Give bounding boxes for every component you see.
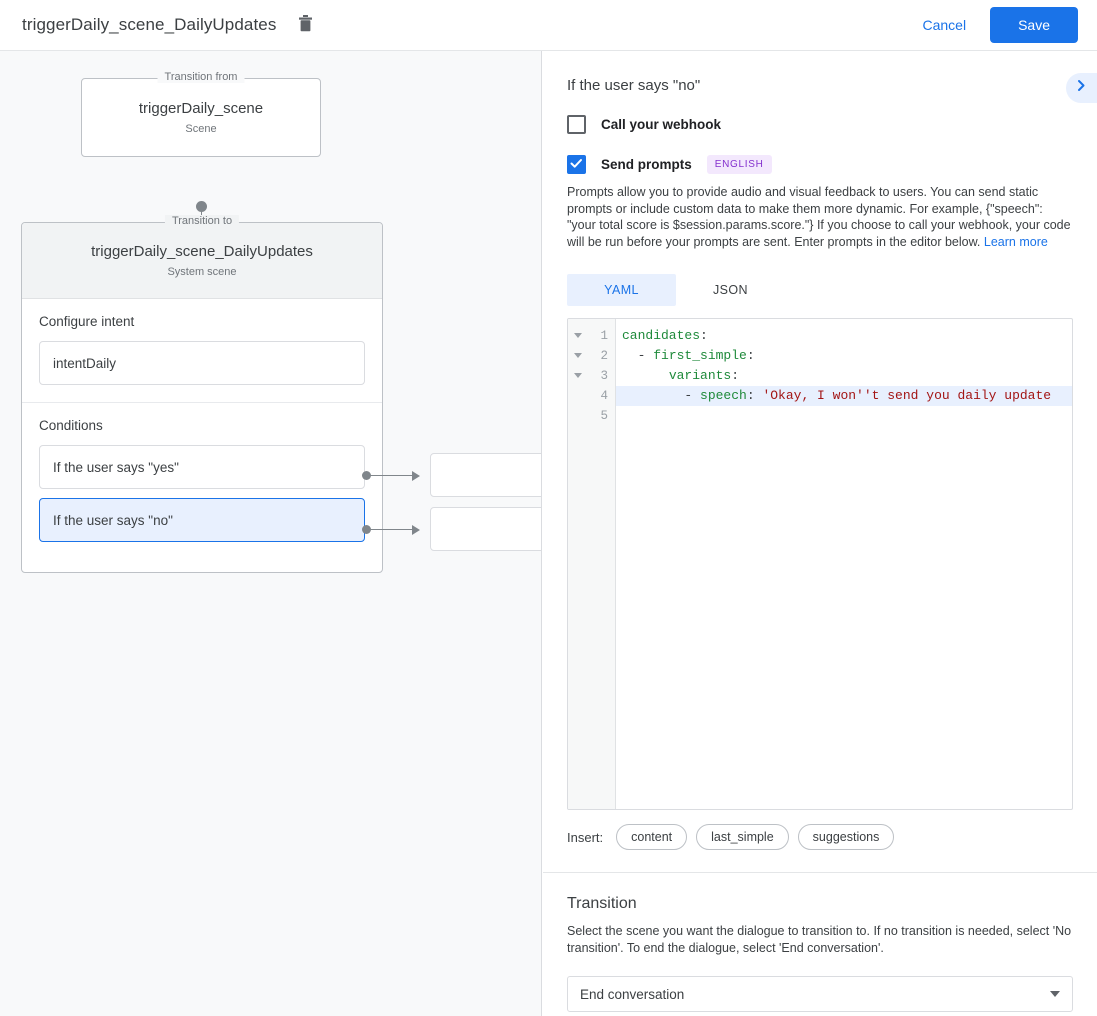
condition-yes-out-dot xyxy=(362,471,371,480)
code-key: variants xyxy=(668,368,732,383)
transition-description: Select the scene you want the dialogue t… xyxy=(567,924,1072,955)
fold-arrow-icon[interactable] xyxy=(574,333,582,338)
condition-no-arrow-icon xyxy=(412,524,420,535)
fold-arrow-icon[interactable] xyxy=(574,353,582,358)
panel-body: Call your webhook Send prompts ENGLISH P… xyxy=(543,115,1097,1012)
code-line-2: - first_simple: xyxy=(616,346,1072,366)
send-prompts-checkbox[interactable] xyxy=(567,155,586,174)
call-webhook-checkbox[interactable] xyxy=(567,115,586,134)
editor-gutter: 1 2 3 4 5 xyxy=(568,319,616,809)
line-number: 5 xyxy=(600,409,608,423)
line-number: 3 xyxy=(600,369,608,383)
transition-select-value: End conversation xyxy=(580,986,685,1002)
code-key: speech xyxy=(700,388,747,403)
transition-to-header: Transition to triggerDaily_scene_DailyUp… xyxy=(22,215,382,299)
to-node-subtitle: System scene xyxy=(167,266,237,278)
condition-no-out-line xyxy=(370,529,412,530)
code-key: first_simple xyxy=(653,348,747,363)
code-punct: : xyxy=(746,388,763,403)
code-line-3: variants: xyxy=(616,366,1072,386)
learn-more-link[interactable]: Learn more xyxy=(983,234,1048,249)
insert-label: Insert: xyxy=(567,829,604,845)
trash-icon xyxy=(298,15,313,35)
configure-intent-title: Configure intent xyxy=(39,314,135,329)
insert-row: Insert: content last_simple suggestions xyxy=(567,824,1073,850)
transition-from-node[interactable]: Transition from triggerDaily_scene Scene xyxy=(81,71,321,157)
target-stub-no[interactable] xyxy=(430,507,541,551)
insert-chip-last-simple[interactable]: last_simple xyxy=(696,824,789,850)
graph-canvas: Transition from triggerDaily_scene Scene… xyxy=(0,51,542,1016)
transition-to-legend: Transition to xyxy=(164,215,240,227)
page-title: triggerDaily_scene_DailyUpdates xyxy=(22,15,277,34)
prompts-description-text: Prompts allow you to provide audio and v… xyxy=(567,185,1071,249)
call-webhook-label: Call your webhook xyxy=(601,117,722,132)
line-number: 1 xyxy=(600,329,608,343)
prompts-description: Prompts allow you to provide audio and v… xyxy=(567,184,1073,250)
configure-intent-section: Configure intent intentDaily xyxy=(22,299,382,403)
collapse-panel-button[interactable] xyxy=(1066,73,1097,103)
code-indent xyxy=(622,368,669,383)
to-node-title: triggerDaily_scene_DailyUpdates xyxy=(91,243,313,260)
code-line-4: - speech: 'Okay, I won''t send you daily… xyxy=(616,386,1072,406)
code-line-5 xyxy=(616,406,1072,426)
condition-item-yes[interactable]: If the user says "yes" xyxy=(39,445,365,489)
cancel-button[interactable]: Cancel xyxy=(908,9,980,41)
chevron-right-icon xyxy=(1075,79,1088,97)
code-indent: - xyxy=(622,348,654,363)
code-punct: : xyxy=(746,348,755,363)
send-prompts-row: Send prompts ENGLISH xyxy=(567,155,1073,174)
condition-yes-arrow-icon xyxy=(412,470,420,481)
transition-section: Transition Select the scene you want the… xyxy=(567,873,1073,1012)
panel-divider xyxy=(543,872,1097,873)
language-badge: ENGLISH xyxy=(706,155,772,174)
code-indent: - xyxy=(622,388,701,403)
checkmark-icon xyxy=(570,156,583,174)
conditions-title: Conditions xyxy=(39,418,103,433)
intent-field[interactable]: intentDaily xyxy=(39,341,365,385)
code-key: candidates xyxy=(622,328,701,343)
delete-button[interactable] xyxy=(292,12,318,38)
top-bar: triggerDaily_scene_DailyUpdates Cancel S… xyxy=(0,0,1097,51)
condition-item-no[interactable]: If the user says "no" xyxy=(39,498,365,542)
transition-select[interactable]: End conversation xyxy=(567,976,1073,1012)
code-punct: : xyxy=(731,368,740,383)
transition-from-legend: Transition from xyxy=(157,71,245,83)
fold-arrow-icon[interactable] xyxy=(574,373,582,378)
transition-title: Transition xyxy=(567,895,637,912)
save-button[interactable]: Save xyxy=(990,7,1078,43)
editor-format-tabs: YAML JSON xyxy=(567,274,1073,306)
tab-json[interactable]: JSON xyxy=(713,283,748,297)
conditions-section: Conditions If the user says "yes" If the… xyxy=(22,403,382,559)
send-prompts-label: Send prompts xyxy=(601,157,692,172)
editor-content[interactable]: candidates: - first_simple: variants: - … xyxy=(616,319,1072,809)
details-panel: If the user says "no" Call your webhook xyxy=(543,51,1097,1016)
top-bar-actions: Cancel Save xyxy=(908,7,1078,43)
code-line-1: candidates: xyxy=(616,326,1072,346)
insert-chip-suggestions[interactable]: suggestions xyxy=(797,824,895,850)
from-node-subtitle: Scene xyxy=(185,123,217,135)
tab-yaml[interactable]: YAML xyxy=(567,274,676,306)
code-editor[interactable]: 1 2 3 4 5 candidates: - first_simple: va… xyxy=(567,318,1073,810)
insert-chip-content[interactable]: content xyxy=(616,824,688,850)
webhook-row: Call your webhook xyxy=(567,115,1073,134)
from-node-title: triggerDaily_scene xyxy=(138,100,264,117)
line-number: 2 xyxy=(600,349,608,363)
panel-header: If the user says "no" xyxy=(543,51,1097,94)
condition-no-out-dot xyxy=(362,525,371,534)
condition-yes-out-line xyxy=(370,475,412,476)
code-punct: : xyxy=(700,328,708,343)
panel-title: If the user says "no" xyxy=(567,77,701,94)
transition-to-node: Transition to triggerDaily_scene_DailyUp… xyxy=(21,215,383,573)
chevron-down-icon xyxy=(1050,991,1060,997)
target-stub-yes[interactable] xyxy=(430,453,541,497)
code-string: 'Okay, I won''t send you daily update xyxy=(762,388,1052,403)
connector-dot xyxy=(196,201,207,212)
line-number: 4 xyxy=(600,389,608,403)
